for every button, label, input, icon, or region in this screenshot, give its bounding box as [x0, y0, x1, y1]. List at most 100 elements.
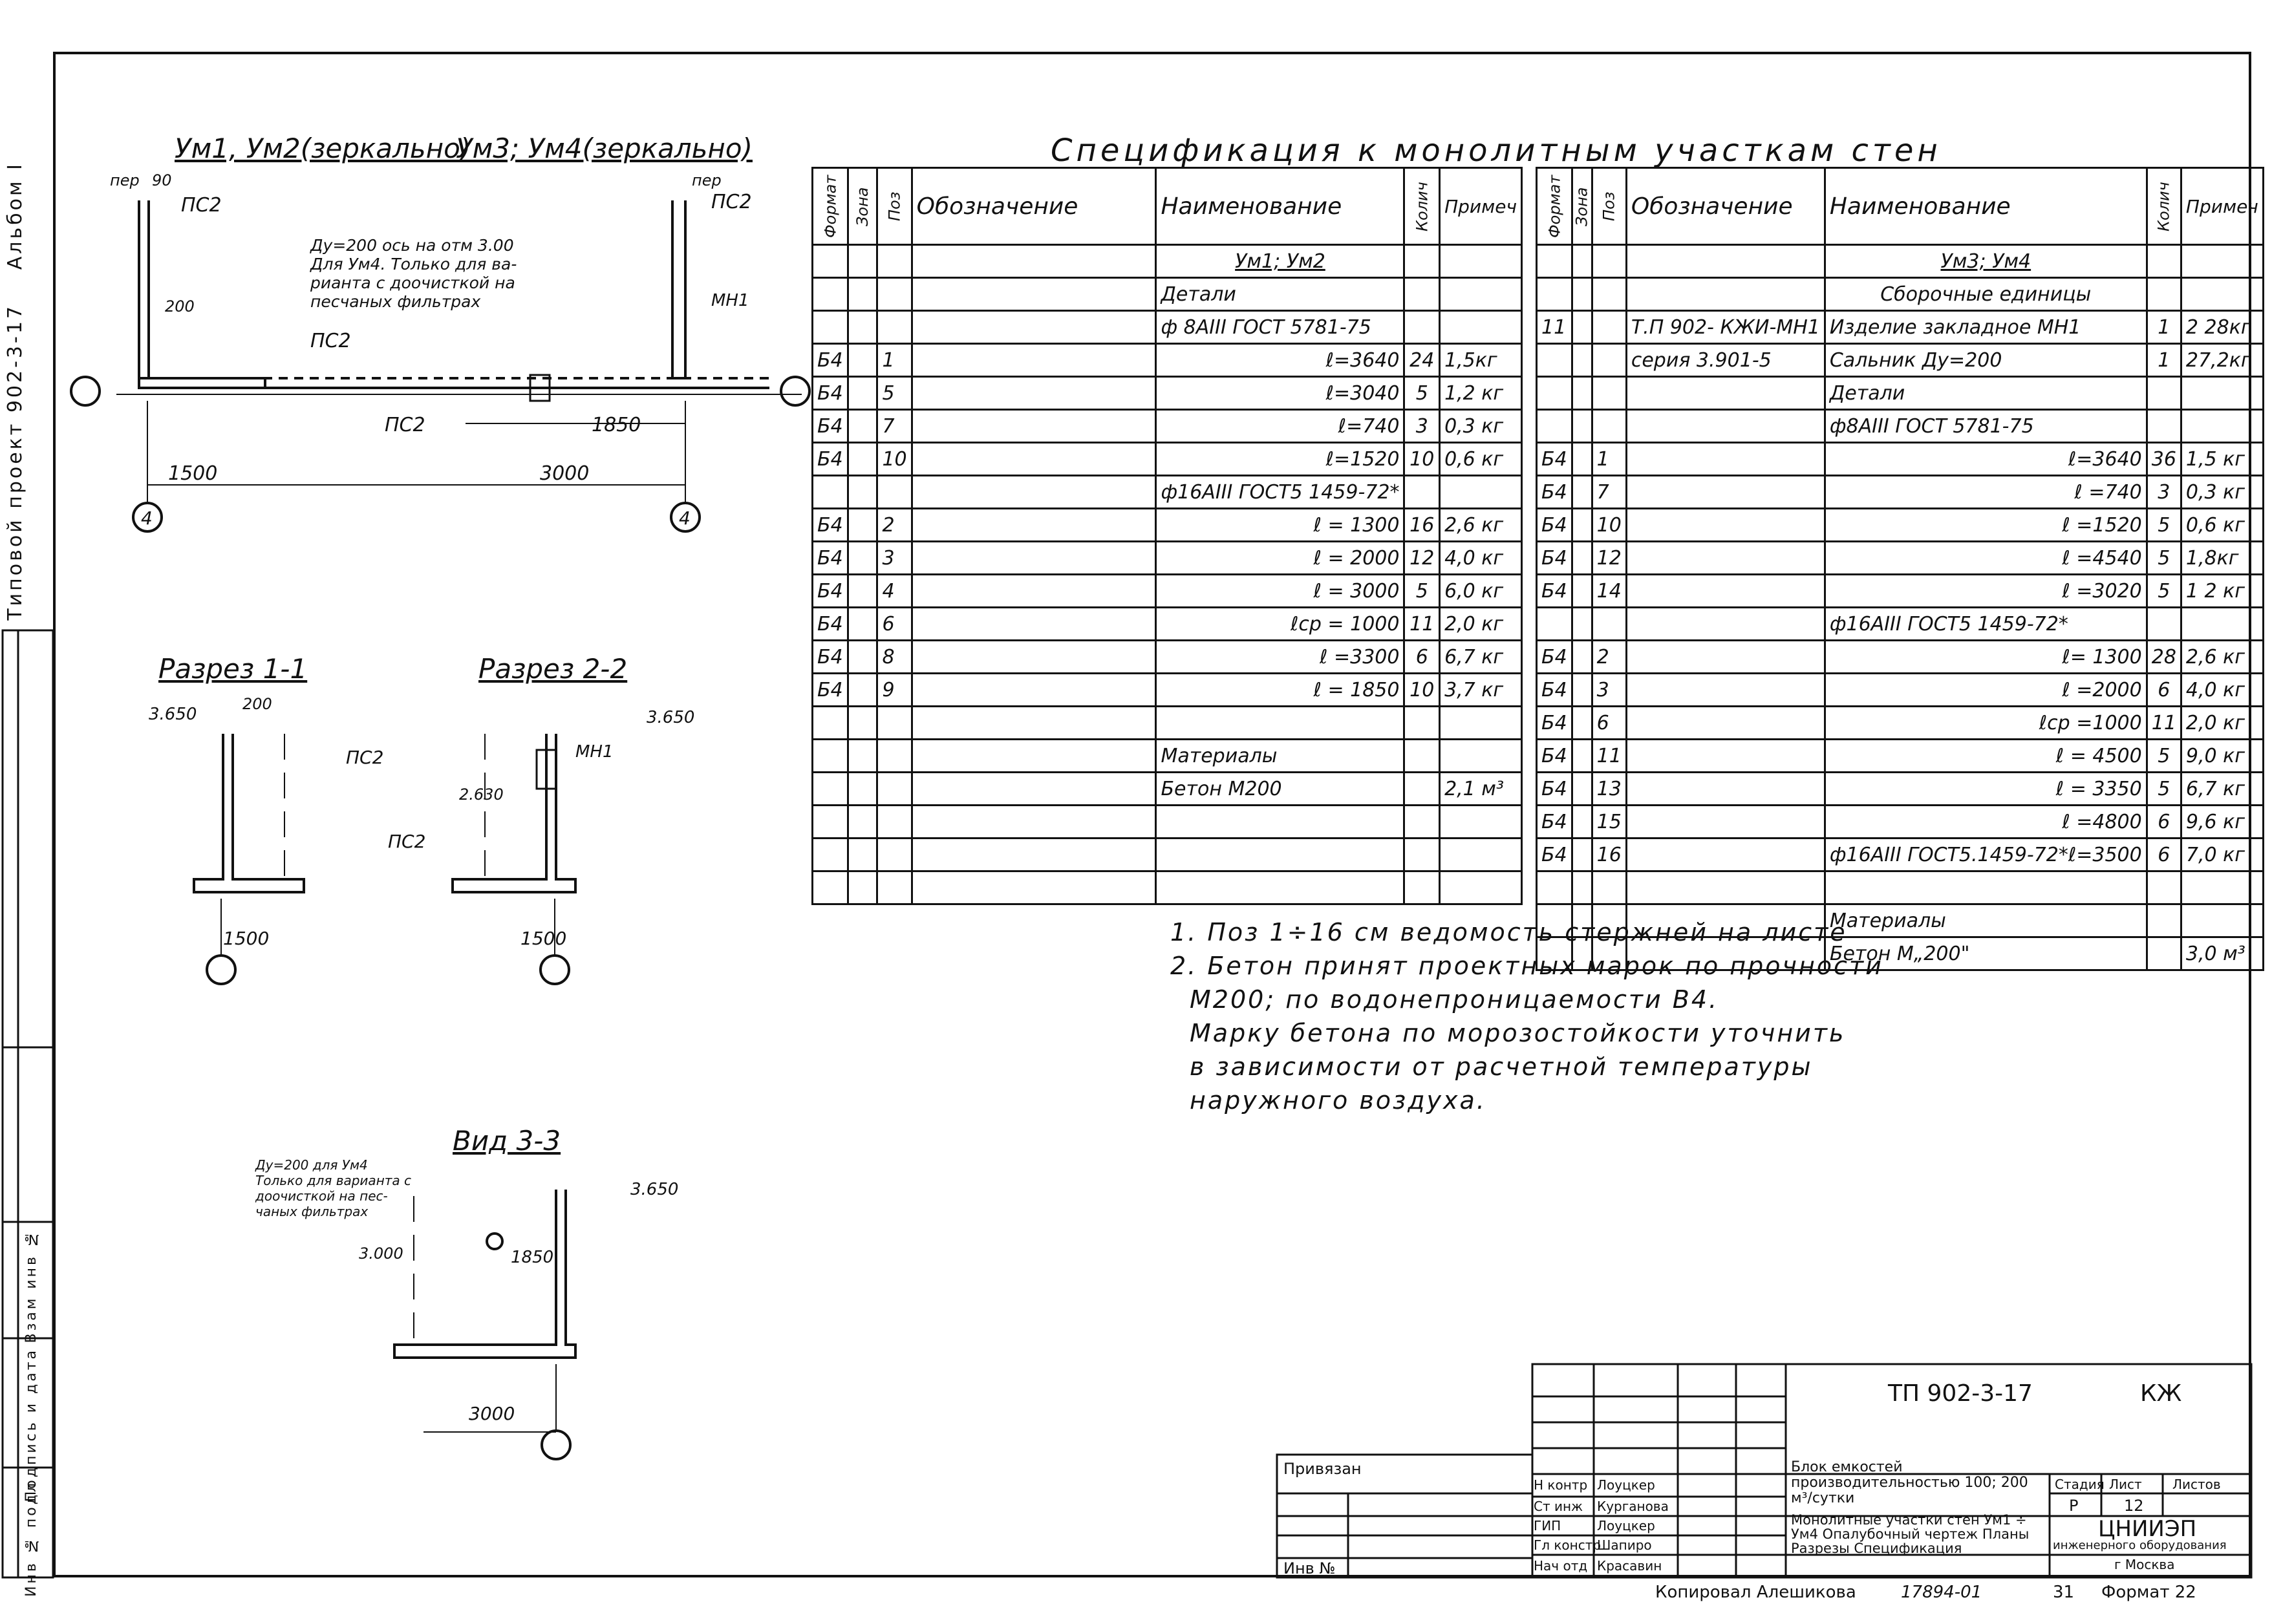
- spec-cell: [1625, 903, 1826, 938]
- spec-cell: Б4: [1536, 705, 1573, 740]
- spec-cell: [1625, 672, 1826, 707]
- spec-cell: Б4: [1536, 475, 1573, 509]
- spec-cell: [1536, 343, 1573, 378]
- plan-label-ps2-b: ПС2: [310, 330, 351, 352]
- spec-cell: 0,3 кг: [2180, 475, 2264, 509]
- spec-cell: [811, 310, 849, 345]
- spec-cell: [1591, 244, 1627, 279]
- plan-label-200: 200: [165, 297, 195, 315]
- spec-cell: [1625, 639, 1826, 674]
- spec-cell: ℓ =3020: [1823, 573, 2148, 608]
- name-3: Лоуцкер: [1597, 1518, 1655, 1533]
- role-gip: ГИП: [1534, 1518, 1561, 1533]
- spec-cell: 11: [2145, 705, 2182, 740]
- spec-cell: ℓср = 1000: [1155, 606, 1406, 641]
- spec-cell: [1591, 343, 1627, 378]
- spec-cell: 3: [2145, 475, 2182, 509]
- spec-cell: Б4: [811, 573, 849, 608]
- spec-cell: 6: [2145, 672, 2182, 707]
- spec-cell: [1625, 475, 1826, 509]
- note-line-6: наружного воздуха.: [1190, 1086, 1486, 1115]
- spec-cell: [846, 540, 879, 575]
- spec-cell: 2,0 кг: [2180, 705, 2264, 740]
- plan-left-title: Ум1, Ум2(зеркально): [175, 133, 471, 164]
- spec-cell: [2145, 936, 2182, 971]
- spec-cell: ℓ = 2000: [1155, 540, 1406, 575]
- spec-cell: [846, 837, 879, 872]
- note-line-3: М200; по водонепроницаемости В4.: [1190, 985, 1719, 1014]
- spec-cell: [1403, 705, 1441, 740]
- spec-cell: [2180, 606, 2264, 641]
- spec-cell: 6: [876, 606, 913, 641]
- spec-cell: [1403, 244, 1441, 279]
- spec-cell: [846, 672, 879, 707]
- view3-3000: 3000: [469, 1403, 515, 1424]
- spec-cell: 4,0 кг: [2180, 672, 2264, 707]
- spec-cell: 0,6 кг: [2180, 508, 2264, 542]
- spec-cell: ℓср =1000: [1823, 705, 2148, 740]
- spec-cell: [910, 639, 1157, 674]
- spec-cell: [2180, 409, 2264, 443]
- spec-cell: Детали: [1155, 277, 1406, 312]
- spec-cell: [811, 870, 849, 905]
- spec-row: ф8АIII ГОСТ 5781-75: [1536, 409, 2264, 443]
- spec-cell: [1625, 837, 1826, 872]
- spec-cell: [811, 705, 849, 740]
- spec-cell: 27,2кг: [2180, 343, 2264, 378]
- spec-cell: Ум1; Ум2: [1155, 244, 1406, 279]
- spec-cell: [1570, 475, 1593, 509]
- spec-cell: [2145, 409, 2182, 443]
- spec-cell: [1570, 277, 1593, 312]
- header-note: Примеч: [2180, 167, 2264, 246]
- spec-row: Ум1; Ум2: [811, 244, 1523, 279]
- spec-cell: [1570, 738, 1593, 773]
- spec-cell: ℓ=3640: [1823, 442, 2148, 476]
- header-designation: Обозначение: [910, 167, 1157, 246]
- spec-cell: 16: [1591, 837, 1627, 872]
- note-line-2: 2. Бетон принят проектных марок по прочн…: [1170, 952, 1883, 980]
- spec-cell: [1570, 870, 1593, 905]
- spec-cell: ф16АIII ГОСТ5 1459-72*: [1823, 606, 2148, 641]
- header-zone: Зона: [1572, 167, 1592, 245]
- spec-cell: 5: [2145, 508, 2182, 542]
- name-5: Красавин: [1597, 1558, 1662, 1574]
- spec-cell: [1625, 705, 1826, 740]
- spec-cell: 3: [1591, 672, 1627, 707]
- header-format: Формат: [1536, 167, 1572, 245]
- spec-cell: Б4: [811, 508, 849, 542]
- sheets-label: Листов: [2172, 1477, 2221, 1492]
- spec-cell: ℓ = 4500: [1823, 738, 2148, 773]
- spec-cell: 10: [1591, 508, 1627, 542]
- spec-cell: [811, 804, 849, 839]
- spec-cell: [1591, 903, 1627, 938]
- copied-by: Копировал Алешикова: [1655, 1583, 1856, 1602]
- spec-cell: Материалы: [1823, 903, 2148, 938]
- spec-cell: 5: [2145, 771, 2182, 806]
- spec-cell: [1591, 310, 1627, 345]
- plan-label-3000: 3000: [540, 462, 590, 485]
- spec-cell: [910, 442, 1157, 476]
- spec-cell: [910, 244, 1157, 279]
- spec-cell: 14: [1591, 573, 1627, 608]
- axis-4-label: 4: [679, 508, 691, 529]
- header-zone: Зона: [848, 167, 877, 245]
- spec-cell: 0,6 кг: [1439, 442, 1523, 476]
- spec-cell: [1591, 936, 1627, 971]
- spec-cell: [1625, 508, 1826, 542]
- spec-cell: ℓ =4540: [1823, 540, 2148, 575]
- spec-cell: 5: [876, 376, 913, 411]
- spec-cell: [876, 277, 913, 312]
- org-name: ЦНИИЭП: [2098, 1516, 2197, 1542]
- name-1: Лоуцкер: [1597, 1477, 1655, 1493]
- spec-cell: Б4: [1536, 573, 1573, 608]
- section2-1500: 1500: [520, 928, 567, 949]
- view3-note: Ду=200 для Ум4 Только для варианта с доо…: [255, 1157, 412, 1219]
- format-label: Формат 22: [2101, 1583, 2196, 1602]
- spec-cell: 4,0 кг: [1439, 540, 1523, 575]
- spec-cell: 3,0 м³: [2180, 936, 2264, 971]
- spec-cell: Изделие закладное МН1: [1823, 310, 2148, 345]
- spec-cell: [910, 573, 1157, 608]
